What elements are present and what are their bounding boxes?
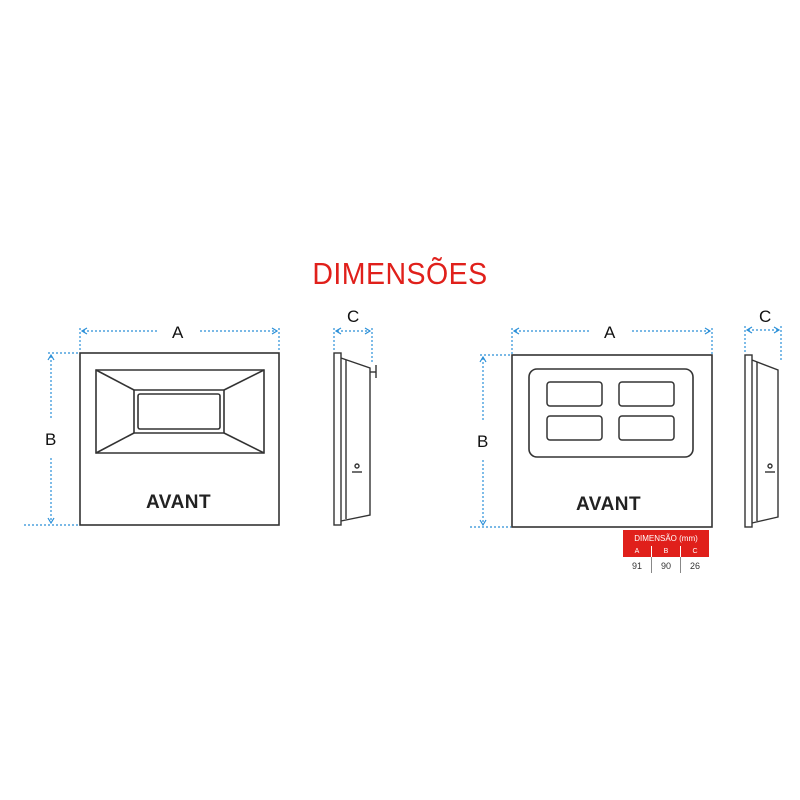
right-dimension-b	[470, 354, 511, 528]
dimension-table: DIMENSÃO (mm) A B C 91 90 26	[623, 530, 709, 573]
page-title: DIMENSÕES	[312, 256, 488, 291]
right-dimension-a	[511, 327, 713, 354]
left-dim-c-label: C	[347, 307, 359, 326]
right-side-view	[744, 354, 779, 528]
left-dimension-c	[333, 327, 373, 362]
right-dimension-c	[744, 326, 782, 362]
left-dim-b-label: B	[45, 430, 56, 449]
column-header-a: A	[623, 546, 652, 557]
left-body-outline	[79, 352, 280, 526]
column-header-b: B	[651, 546, 681, 557]
right-lens-frame	[528, 368, 694, 458]
left-dimension-a	[79, 327, 280, 352]
value-c: 26	[689, 561, 700, 571]
column-header-c: C	[680, 546, 709, 557]
right-dim-b-label: B	[477, 432, 488, 451]
left-dim-a-label: A	[172, 323, 184, 342]
right-body-outline	[511, 354, 713, 528]
left-brand-logo: AVANT	[146, 492, 211, 513]
right-brand-logo: AVANT	[576, 494, 641, 515]
right-led-windows	[546, 381, 675, 441]
left-dimension-b	[24, 352, 79, 526]
left-front-view: AVANT	[79, 352, 280, 526]
right-dim-a-label: A	[604, 323, 616, 342]
dimension-table-header: DIMENSÃO (mm)	[623, 530, 709, 546]
value-b: 90	[651, 557, 681, 573]
right-front-view: AVANT	[511, 354, 713, 528]
right-dim-c-label: C	[759, 307, 771, 326]
left-reflector	[95, 369, 265, 454]
left-side-view	[333, 352, 377, 526]
value-a: 91	[623, 557, 652, 573]
